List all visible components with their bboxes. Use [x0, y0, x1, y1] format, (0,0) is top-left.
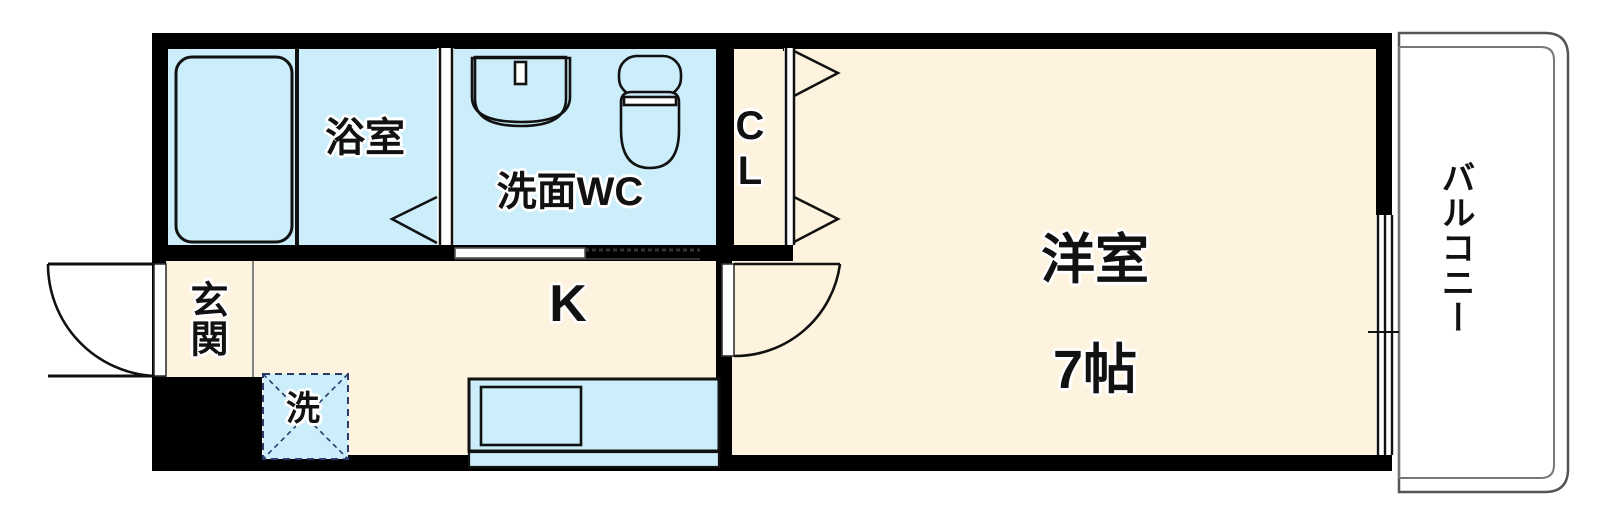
structural-column	[152, 377, 262, 471]
closet-folding-doors[interactable]	[784, 48, 841, 245]
washbasin-icon	[470, 55, 572, 128]
wall-entrance-head	[152, 258, 166, 264]
kitchen-counter-icon	[467, 377, 721, 469]
balcony-outline	[1397, 31, 1570, 494]
kitchen-room-door[interactable]	[721, 262, 842, 358]
wall-top	[152, 33, 1392, 49]
entrance-door[interactable]	[46, 262, 167, 378]
bathroom-folding-door[interactable]	[389, 48, 454, 245]
wall-closet-bottom	[716, 245, 793, 261]
sliding-door-washroom[interactable]	[454, 247, 700, 260]
wall-bottom	[152, 455, 1392, 471]
room-fills	[163, 36, 1569, 489]
washer-space-icon	[262, 373, 349, 460]
partition-bath-wash	[295, 48, 299, 245]
main-room-fill	[722, 40, 1392, 467]
toilet-icon	[617, 54, 683, 170]
wall-main-right-upper	[1376, 33, 1392, 215]
wall-washroom-closet	[716, 33, 734, 261]
wall-closet-right	[783, 33, 793, 51]
wall-main-right-lower	[1376, 455, 1392, 471]
bathtub-icon	[174, 55, 294, 244]
balcony-sliding-door[interactable]	[1368, 215, 1399, 455]
wall-left-upper	[152, 33, 168, 261]
